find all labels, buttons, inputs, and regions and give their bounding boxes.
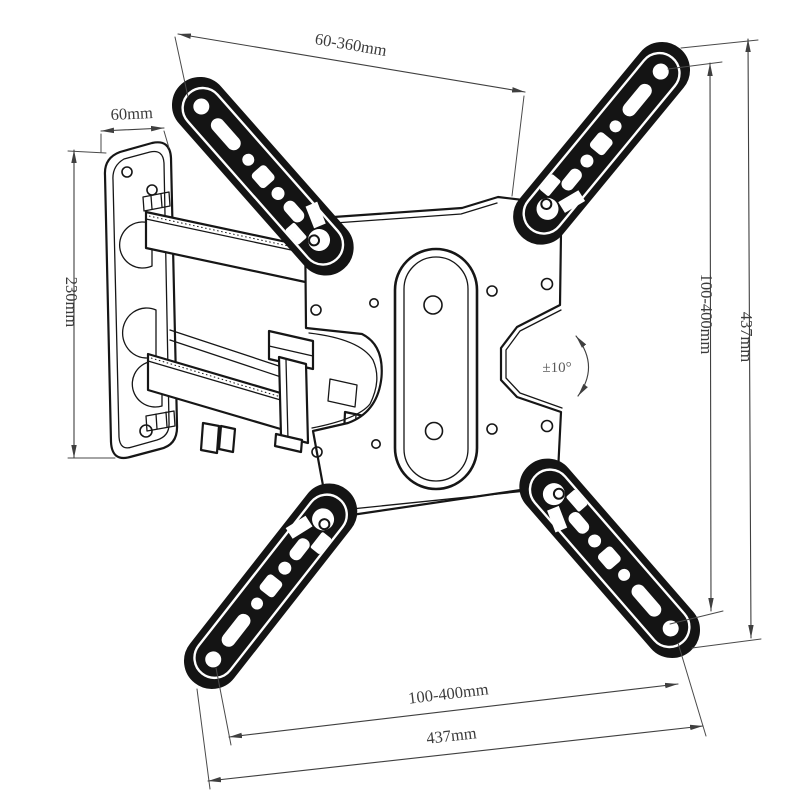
dim-vesa-height-range: 100-400mm [667,61,724,625]
dim-overall-width: 437mm [196,642,707,790]
vesa-arm-top-right [501,30,702,256]
dim-tilt-range-label: ±10° [542,360,571,376]
vesa-plate-holes [310,277,554,458]
keyhole-slot [119,221,153,269]
dim-overall-width-label: 437mm [425,723,477,748]
hanging-tab [199,421,237,455]
left-notch-inner-line [308,332,378,429]
dim-wall-plate-height-label: 230mm [62,277,81,328]
dim-extension-range-label: 60-360mm [314,29,389,60]
center-oval-slot [393,247,479,491]
pivot-nut-bottom [145,410,176,432]
dim-wall-plate-width-label: 60mm [110,103,153,124]
link-bracket-window [327,378,358,408]
vesa-arm-bottom-left [172,472,369,701]
dim-tilt-range: ±10° [542,335,590,397]
keyhole-slot [121,307,157,359]
dim-wall-plate-width: 60mm [100,103,170,153]
dim-vesa-height-range-label: 100-400mm [697,274,716,355]
end-bracket-nut [273,432,304,454]
arm-end-bracket [267,329,315,454]
dim-overall-height: 437mm [680,38,762,649]
dim-wall-plate-height: 230mm [62,149,116,459]
wall-plate [103,141,179,460]
vesa-arm-bottom-right [508,447,712,670]
dim-vesa-width-range-label: 100-400mm [407,679,489,707]
wall-mount-assembly [103,141,371,461]
pivot-nut-top [142,191,171,212]
dim-overall-height-label: 437mm [737,312,756,363]
right-notch-inner-line [505,309,563,409]
